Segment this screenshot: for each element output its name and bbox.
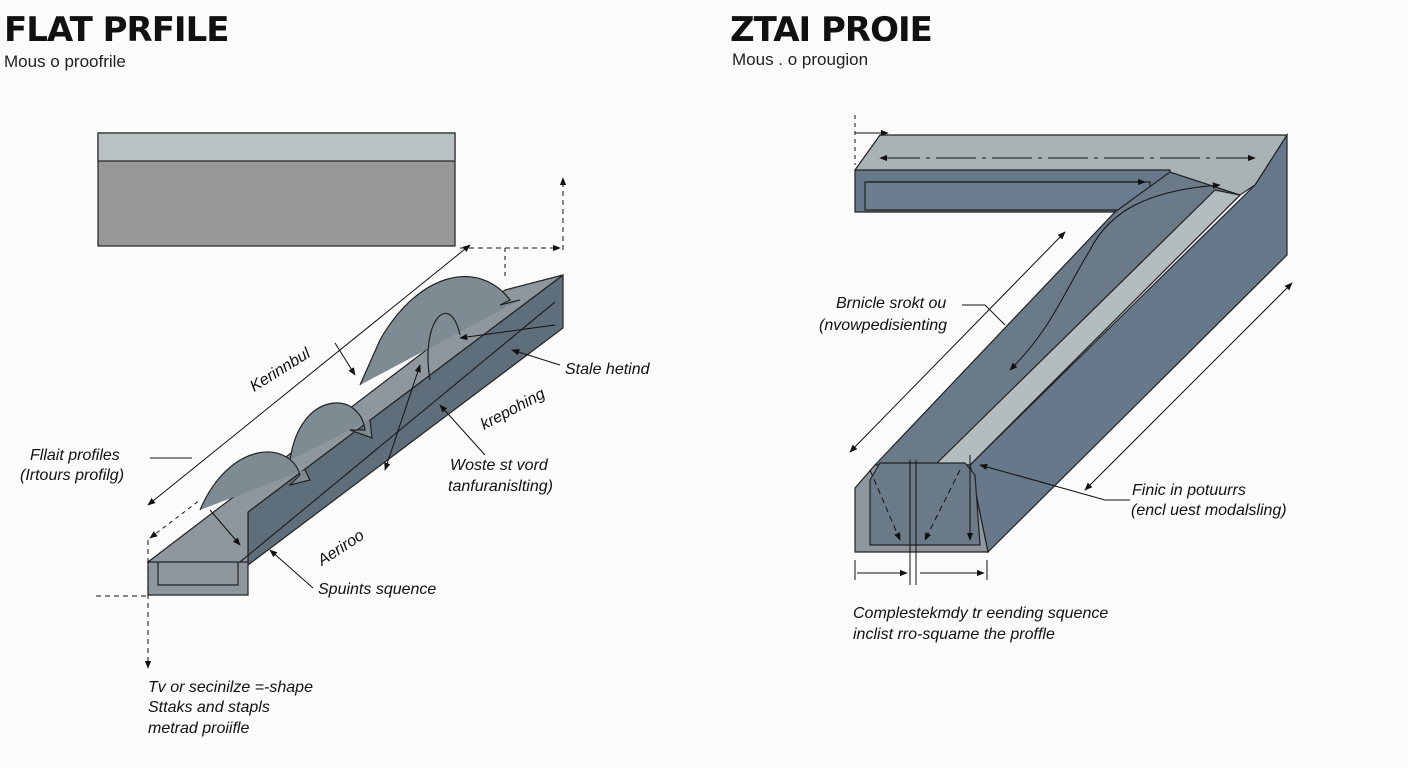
label-flat-profiles-1: Fllait profiles xyxy=(30,447,120,464)
label-krepohing: krepohing xyxy=(478,385,548,433)
label-bricle-2: (nvowpedisienting xyxy=(819,317,947,334)
label-aeriroo: Aeriroo xyxy=(314,527,367,570)
left-note-3: metrad proiifle xyxy=(148,720,249,737)
label-bricle-1: Brnicle srokt ou xyxy=(836,295,946,312)
right-note-1: Complestekmdy tr eending squence xyxy=(853,605,1108,622)
left-subtitle: Mous o proofrile xyxy=(4,52,126,71)
label-spuints: Spuints squence xyxy=(318,581,436,598)
label-stale-hetind: Stale hetind xyxy=(565,361,651,378)
right-title: ZTAI PROIE xyxy=(730,10,933,50)
label-flat-profiles-2: (Irtours profilg) xyxy=(20,467,124,484)
label-finic-2: (encl uest modalsling) xyxy=(1131,502,1287,519)
right-note-2: inclist rro-squame the proffle xyxy=(853,626,1055,643)
label-woste-1: Woste st vord xyxy=(450,457,549,474)
left-note-2: Sttaks and stapls xyxy=(148,699,270,716)
label-woste-2: tanfuranislting) xyxy=(448,478,553,495)
right-dimension-lines xyxy=(849,115,1293,585)
right-subtitle: Mous . o prougion xyxy=(732,50,869,69)
left-dimension-lines xyxy=(96,177,567,669)
label-finic-1: Finic in potuurrs xyxy=(1132,482,1246,499)
flat-bar xyxy=(97,132,456,247)
left-title: FLAT PRFILE xyxy=(4,10,229,50)
label-kerinnbul: Kerinnbul xyxy=(247,345,314,395)
left-note-1: Tv or secinilze =-shape xyxy=(148,679,313,696)
